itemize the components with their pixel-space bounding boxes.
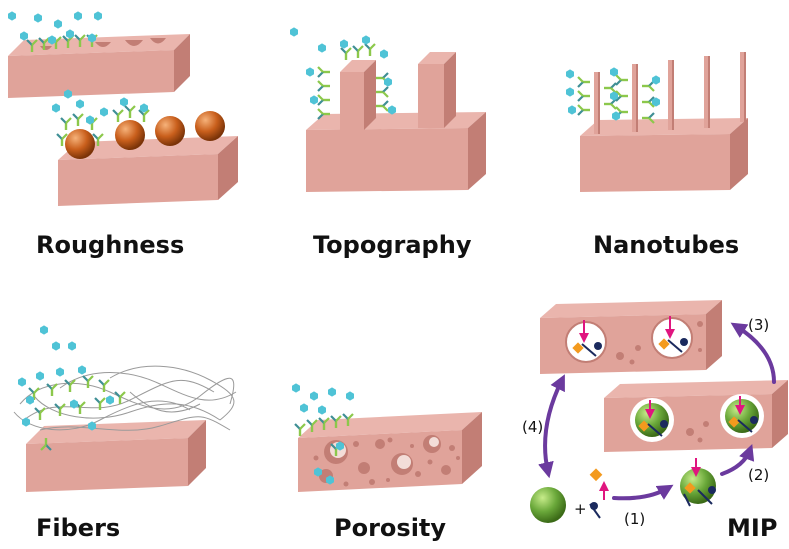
step-1-label: (1) (624, 510, 645, 528)
mip-imprinted-block (540, 300, 722, 374)
prepolymer-complex (680, 458, 716, 507)
nanoparticle-group (65, 111, 225, 159)
step-3-label: (3) (748, 316, 769, 334)
nanotubes-label: Nanotubes (593, 231, 739, 259)
nanotube-array (594, 52, 746, 134)
plus-sign: + (574, 500, 587, 518)
process-arrows (538, 322, 776, 501)
nanotubes-illustration (566, 52, 748, 192)
rough-surface-block (8, 34, 190, 98)
mip-label: MIP (727, 514, 777, 542)
roughness-label: Roughness (36, 231, 184, 259)
mip-polymerized-block (604, 380, 788, 452)
mip-illustration (530, 300, 788, 523)
template-particle (530, 487, 566, 523)
roughness-illustration (8, 11, 238, 206)
topography-label: Topography (313, 231, 472, 259)
fiber-mesh (13, 365, 237, 431)
step-4-label: (4) (522, 418, 543, 436)
monomer-group (589, 468, 609, 519)
porosity-illustration (292, 383, 482, 492)
porosity-label: Porosity (334, 514, 446, 542)
step-2-label: (2) (748, 466, 769, 484)
topography-illustration (290, 27, 486, 192)
particle-surface-block (58, 136, 238, 206)
fibers-illustration (13, 325, 237, 492)
fibers-label: Fibers (36, 514, 120, 542)
